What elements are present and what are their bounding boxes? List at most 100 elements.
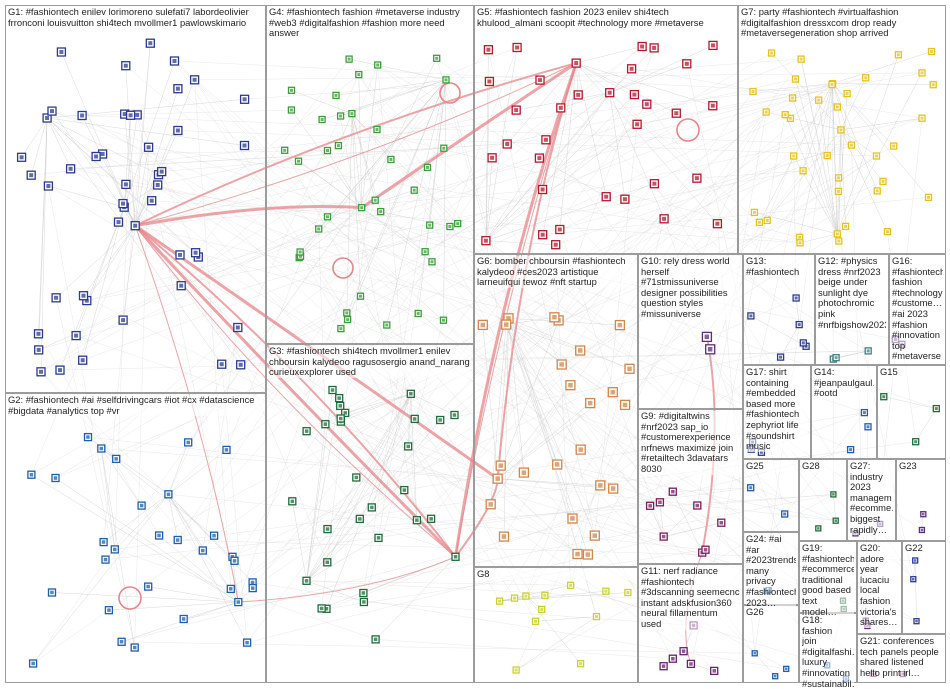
group-panel-g14: G14: #jeanpaulgaul… #ootd xyxy=(811,365,877,459)
group-title-g16: G16: #fashiontech fashion #technology #c… xyxy=(892,256,943,362)
group-edge xyxy=(840,129,884,182)
graph-node-avatar xyxy=(498,599,502,603)
group-title-g25: G25 xyxy=(746,461,796,472)
group-edge xyxy=(86,225,136,301)
graph-node-avatar xyxy=(242,143,247,148)
graph-node-avatar xyxy=(674,111,679,116)
graph-node-avatar xyxy=(834,356,838,360)
cross-edge xyxy=(322,119,800,238)
cross-edge xyxy=(174,60,348,320)
group-edge xyxy=(46,117,159,175)
group-edge xyxy=(485,94,635,241)
graph-node-avatar xyxy=(59,50,64,54)
cross-edge xyxy=(83,74,359,296)
group-panel-g8: G8 xyxy=(474,567,638,683)
graph-node-avatar xyxy=(505,142,510,146)
group-edge xyxy=(497,385,571,479)
cross-edge xyxy=(237,327,684,652)
highlight-edge xyxy=(135,62,577,227)
graph-node-avatar xyxy=(801,341,805,345)
graph-node-avatar xyxy=(864,76,868,80)
group-title-g9: G9: #digitaltwins #nrf2023 sap_io #custo… xyxy=(641,411,740,475)
graph-node-avatar xyxy=(881,179,885,183)
graph-node-avatar xyxy=(578,447,583,452)
group-edge xyxy=(55,225,136,298)
graph-node-avatar xyxy=(103,557,108,562)
graph-node-avatar xyxy=(438,418,442,422)
graph-node-avatar xyxy=(250,580,255,585)
group-edge xyxy=(306,398,340,581)
graph-node-avatar xyxy=(570,516,575,521)
graph-node-avatar xyxy=(323,422,328,426)
cross-edge xyxy=(194,79,232,589)
graph-node-avatar xyxy=(456,222,460,226)
graph-node-avatar xyxy=(100,152,105,156)
cross-edge xyxy=(327,99,819,530)
cross-edge xyxy=(70,147,444,170)
cross-edge xyxy=(125,65,581,450)
graph-node-avatar xyxy=(336,144,340,148)
group-edge xyxy=(915,408,937,442)
graph-node-avatar xyxy=(617,322,623,328)
graph-node-avatar xyxy=(712,669,716,673)
cross-edge xyxy=(558,183,655,321)
group-edge xyxy=(338,113,353,146)
group-edge xyxy=(497,320,559,479)
cross-edge xyxy=(195,58,350,253)
graph-node-avatar xyxy=(912,578,915,581)
graph-node-avatar xyxy=(875,154,878,158)
graph-node-avatar xyxy=(99,446,103,451)
group-edge xyxy=(525,595,581,664)
graph-node-avatar xyxy=(94,154,99,159)
graph-node-avatar xyxy=(121,201,125,206)
graph-node-avatar xyxy=(430,260,434,264)
group-edge xyxy=(102,153,136,226)
cross-edge xyxy=(631,68,923,119)
graph-node-avatar xyxy=(914,440,918,444)
group-edge xyxy=(168,494,204,551)
group-title-g23: G23 xyxy=(899,461,943,472)
group-edge xyxy=(663,505,698,537)
cross-edge xyxy=(51,110,851,450)
cross-edge xyxy=(48,185,116,550)
graph-node-avatar xyxy=(46,184,51,188)
group-edge xyxy=(832,51,932,84)
group-title-g11: G11: nerf radiance #fashiontech #3dscann… xyxy=(641,566,740,630)
graph-node-avatar xyxy=(504,322,509,327)
graph-node-avatar xyxy=(578,348,583,353)
graph-node-avatar xyxy=(832,493,835,496)
group-edge xyxy=(361,64,378,208)
graph-node-avatar xyxy=(133,645,137,650)
graph-node-avatar xyxy=(896,53,900,57)
group-edge xyxy=(361,207,450,227)
group-edge xyxy=(497,478,601,486)
highlight-edge xyxy=(238,556,456,603)
graph-node-avatar xyxy=(681,649,686,653)
graph-node-avatar xyxy=(711,43,715,48)
cross-edge xyxy=(55,297,135,648)
graph-node-avatar xyxy=(423,250,427,254)
graph-node-avatar xyxy=(834,519,837,522)
graph-node-avatar xyxy=(513,596,516,600)
graph-node-avatar xyxy=(113,547,117,552)
graph-node-avatar xyxy=(837,176,841,180)
group-edge xyxy=(795,297,800,325)
graph-node-avatar xyxy=(68,166,73,171)
graph-node-avatar xyxy=(662,216,667,221)
cross-edge xyxy=(183,494,834,620)
cross-edge xyxy=(424,52,772,252)
group-edge xyxy=(506,324,581,351)
cross-edge xyxy=(124,207,578,555)
group-panel-g21: G21: conferences tech panels people shar… xyxy=(857,634,946,683)
group-panel-g24: G24: #ai #ar #2023trends many privacy #f… xyxy=(743,532,799,609)
self-loop xyxy=(332,257,354,279)
group-edge xyxy=(168,449,227,495)
graph-node-avatar xyxy=(39,369,43,374)
graph-node-avatar xyxy=(798,235,802,239)
graph-node-avatar xyxy=(825,154,829,158)
graph-node-avatar xyxy=(644,102,649,107)
group-edge xyxy=(499,595,545,602)
cross-edge xyxy=(335,95,418,521)
group-panel-g13: G13: #fashiontech xyxy=(743,254,815,365)
graph-node-avatar xyxy=(36,331,41,336)
